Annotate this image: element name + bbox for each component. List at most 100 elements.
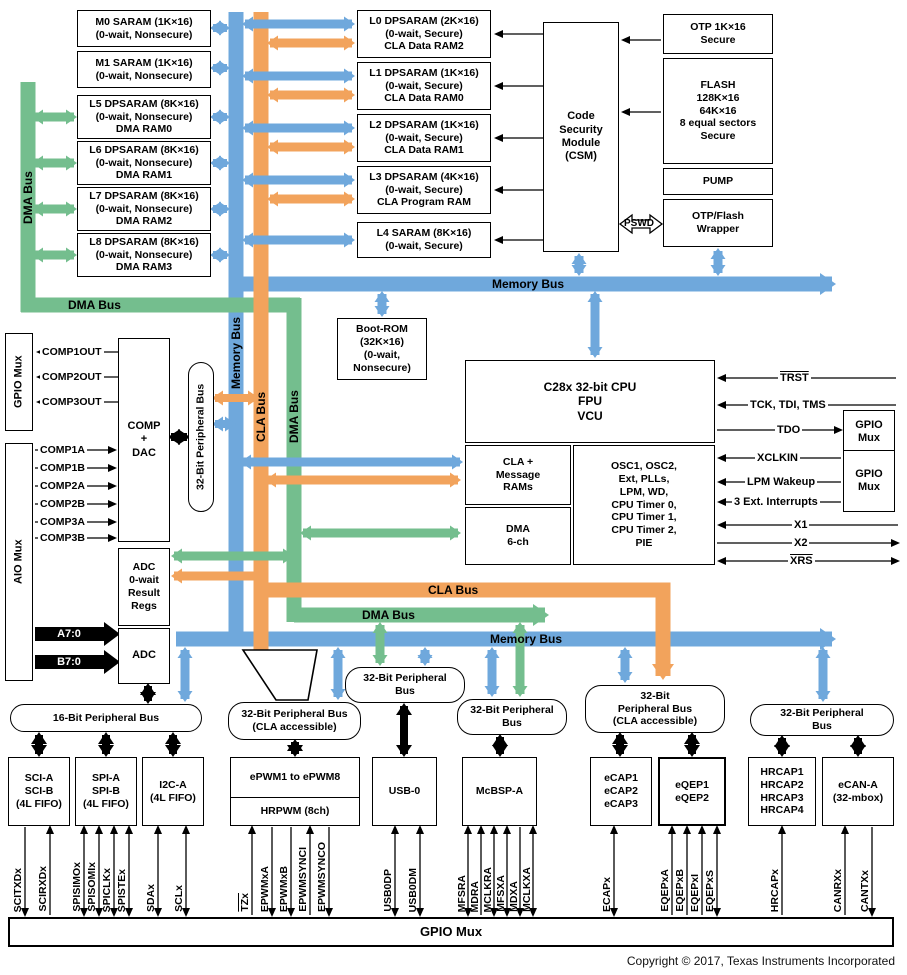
block-usb: USB-0 (372, 757, 437, 826)
dma-bus-h2-label: DMA Bus (362, 608, 415, 622)
block-ecap: eCAP1 eCAP2 eCAP3 (590, 757, 652, 826)
ext-interrupts-label: 3 Ext. Interrupts (732, 495, 820, 509)
pin-ecap: ECAPx (601, 876, 613, 912)
trst-label: TRST (778, 371, 811, 385)
comp2out-label: COMP2OUT (40, 370, 104, 384)
pin-sda: SDAx (145, 883, 157, 912)
pin-mdxa: MDXA (508, 881, 520, 912)
cla-bus-vertical-label: CLA Bus (254, 391, 268, 443)
comp1out-label: COMP1OUT (40, 345, 104, 359)
x2-label: X2 (792, 536, 810, 550)
dma-bus-vertical2-label: DMA Bus (287, 390, 301, 444)
block-otp-flash-wrapper: OTP/Flash Wrapper (663, 199, 773, 247)
memory-bus-lines (176, 12, 836, 650)
pswd-arrow (618, 213, 664, 235)
block-dma-6ch: DMA 6-ch (465, 507, 571, 565)
pin-epwmsynco: EPWMSYNCO (316, 841, 328, 912)
pin-eqepxa: EQEPxA (659, 869, 671, 912)
peripheral-bus-32bit-usb: 32-Bit Peripheral Bus (345, 667, 465, 703)
comp1a-label: COMP1A (38, 443, 87, 457)
block-adc: ADC (118, 628, 170, 684)
block-i2c: I2C-A (4L FIFO) (142, 757, 204, 826)
xrs-label: XRS (788, 554, 815, 568)
x1-label: X1 (792, 518, 810, 532)
pin-canrx: CANRXx (832, 868, 844, 912)
pin-epwmxa: EPWMxA (259, 865, 271, 912)
pin-eqepxb: EQEPxB (674, 869, 686, 912)
block-hrpwm-label: HRPWM (8ch) (231, 796, 359, 826)
pin-tz: TZx (239, 893, 251, 912)
cla-bus-lines (253, 12, 674, 680)
pin-eqepxs: EQEPxS (704, 869, 716, 912)
comp2a-label: COMP2A (38, 479, 87, 493)
copyright-text: Copyright © 2017, Texas Instruments Inco… (626, 954, 895, 968)
block-l5-dpsaram: L5 DPSARAM (8K×16) (0-wait, Nonsecure) D… (77, 95, 211, 139)
pin-scl: SCLx (173, 885, 185, 912)
gpio-mux-left: GPIO Mux (5, 333, 33, 431)
block-cpu: C28x 32-bit CPU FPU VCU (465, 360, 715, 443)
memory-bus-h1-label: Memory Bus (492, 277, 565, 291)
block-l7-dpsaram: L7 DPSARAM (8K×16) (0-wait, Nonsecure) D… (77, 187, 211, 231)
block-osc-timers-pie: OSC1, OSC2, Ext, PLLs, LPM, WD, CPU Time… (573, 445, 715, 565)
comp3b-label: COMP3B (38, 531, 87, 545)
adc-a-arrow-bar (35, 622, 120, 646)
comp2b-label: COMP2B (38, 497, 87, 511)
block-l0-dpsaram: L0 DPSARAM (2K×16) (0-wait, Secure) CLA … (357, 10, 491, 58)
dma-bus-vertical-label: DMA Bus (21, 171, 35, 224)
bus-funnel (241, 649, 318, 701)
pin-scitxd: SCITXDx (12, 867, 24, 912)
block-sci: SCI-A SCI-B (4L FIFO) (8, 757, 70, 826)
peripheral-bus-32bit-cla-epwm: 32-Bit Peripheral Bus (CLA accessible) (228, 702, 361, 740)
peripheral-bus-32bit-right: 32-Bit Peripheral Bus (750, 704, 894, 736)
block-hrcap: HRCAP1 HRCAP2 HRCAP3 HRCAP4 (748, 757, 816, 826)
peripheral-bus-32bit-cla-ecap: 32-Bit Peripheral Bus (CLA accessible) (585, 685, 725, 733)
block-epwm-label: ePWM1 to ePWM8 (249, 770, 341, 783)
block-csm: Code Security Module (CSM) (543, 22, 619, 252)
peripheral-bus-arrows (31, 429, 866, 757)
pin-spiste: SPISTEx (116, 868, 128, 912)
comp3a-label: COMP3A (38, 515, 87, 529)
comp3out-label: COMP3OUT (40, 395, 104, 409)
block-l4-saram: L4 SARAM (8K×16) (0-wait, Secure) (357, 222, 491, 258)
pin-mclkra: MCLKRA (482, 866, 494, 913)
pin-usb0dm: USB0DM (407, 867, 419, 912)
adc-a-channels-label: A7:0 (57, 628, 81, 640)
peripheral-bus-32bit-mcbsp: 32-Bit Peripheral Bus (457, 699, 567, 735)
gpio-mux-bar: GPIO Mux (8, 917, 894, 947)
block-m0-saram: M0 SARAM (1K×16) (0-wait, Nonsecure) (77, 10, 211, 47)
tdo-label: TDO (775, 423, 803, 437)
block-boot-rom: Boot-ROM (32K×16) (0-wait, Nonsecure) (337, 318, 427, 380)
peripheral-bus-16bit: 16-Bit Peripheral Bus (10, 704, 202, 732)
block-l1-dpsaram: L1 DPSARAM (1K×16) (0-wait, Secure) CLA … (357, 62, 491, 110)
block-l3-dpsaram: L3 DPSARAM (4K×16) (0-wait, Secure) CLA … (357, 166, 491, 214)
aio-mux: AIO Mux (5, 443, 33, 681)
pin-mclkxa: MCLKXA (521, 867, 533, 912)
block-ecan: eCAN-A (32-mbox) (822, 757, 894, 826)
bus-arrows (32, 16, 831, 702)
block-eqep: eQEP1 eQEP2 (658, 757, 726, 826)
pin-hrcap: HRCAPx (769, 868, 781, 912)
gpio-mux-right-1: GPIO Mux (843, 410, 895, 454)
block-cla-message-rams: CLA + Message RAMs (465, 445, 571, 505)
pin-cantx: CANTXx (859, 869, 871, 912)
block-l6-dpsaram: L6 DPSARAM (8K×16) (0-wait, Nonsecure) D… (77, 141, 211, 185)
block-adc-result-regs: ADC 0-wait Result Regs (118, 548, 170, 626)
block-l2-dpsaram: L2 DPSARAM (1K×16) (0-wait, Secure) CLA … (357, 114, 491, 162)
block-flash: FLASH 128K×16 64K×16 8 equal sectors Sec… (663, 58, 773, 164)
dma-bus-h1-label: DMA Bus (68, 298, 121, 312)
adc-b-arrow-bar (35, 650, 120, 674)
pin-mfsxa: MFSXA (495, 875, 507, 912)
adc-b-channels-label: B7:0 (57, 656, 81, 668)
pswd-label: PSWD (624, 218, 654, 229)
block-spi: SPI-A SPI-B (4L FIFO) (75, 757, 137, 826)
block-l8-dpsaram: L8 DPSARAM (8K×16) (0-wait, Nonsecure) D… (77, 233, 211, 277)
block-pump: PUMP (663, 168, 773, 195)
lpm-wakeup-label: LPM Wakeup (745, 475, 818, 489)
signal-wires (21, 30, 900, 917)
pin-spiclk: SPICLKx (101, 867, 113, 912)
pin-mdra: MDRA (469, 880, 481, 913)
pin-spisimo: SPISIMOx (71, 862, 83, 912)
pin-scirxd: SCIRXDx (37, 866, 49, 912)
